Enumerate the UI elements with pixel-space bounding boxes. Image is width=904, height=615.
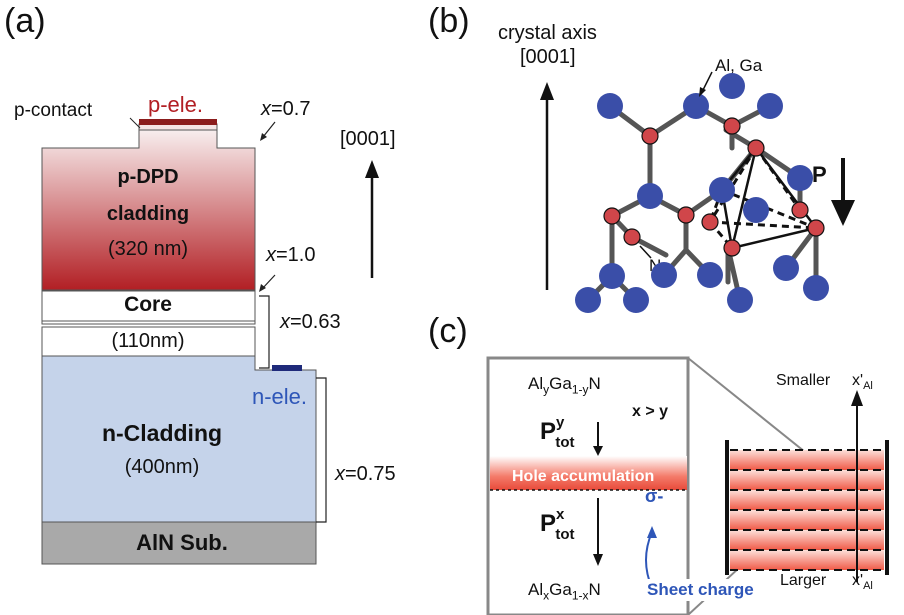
top-alloy-formula: AlyGa1-yN: [528, 374, 601, 397]
ptot-bottom: Pxtot: [540, 506, 575, 543]
sheet-charge-label: Sheet charge: [643, 579, 758, 601]
pdpd-title-line2: cladding: [106, 203, 190, 225]
p-ele-label: p-ele.: [148, 92, 204, 117]
aln-substrate: [41, 521, 317, 565]
substrate-label: AlN Sub.: [136, 530, 228, 555]
smaller-label: Smaller: [776, 372, 831, 389]
panel-a-label: (a): [4, 2, 46, 40]
panel-a-diagram: [41, 117, 379, 565]
al-ga-atoms: [575, 73, 829, 313]
core-label: Core: [124, 293, 172, 316]
x10-label: x=1.0: [266, 244, 316, 266]
n-cladding-title: n-Cladding: [101, 420, 223, 446]
n-cladding-thickness: (400nm): [124, 456, 200, 478]
n-ele-label: n-ele.: [252, 384, 308, 409]
core-thickness: (110nm): [111, 330, 185, 352]
core-bracket: [259, 295, 270, 369]
crystal-structure: [540, 71, 855, 313]
sigma-label: σ-: [645, 486, 664, 506]
axis-label-a: [0001]: [340, 128, 396, 150]
bottom-alloy-formula: AlxGa1-xN: [528, 580, 601, 603]
x07-label: x=0.7: [261, 98, 311, 120]
superlattice: [730, 450, 884, 570]
xal-top-label: x'Al: [852, 372, 873, 393]
pdpd-cladding-layer: [41, 129, 256, 291]
larger-label: Larger: [780, 572, 827, 589]
p-contact-label: p-contact: [14, 100, 93, 121]
x-gt-y-condition: x > y: [632, 403, 669, 420]
panel-c-diagram: [486, 356, 889, 615]
crystal-axis-label: crystal axis: [498, 22, 597, 44]
panel-c-label: (c): [428, 312, 468, 350]
panel-b-label: (b): [428, 2, 470, 40]
n-atoms: [603, 117, 825, 257]
pdpd-title-line1: p-DPD: [117, 166, 179, 188]
hole-accumulation-label: Hole accumulation: [512, 468, 655, 485]
polarization-label: P: [812, 162, 827, 187]
x063-label: x=0.63: [280, 311, 341, 333]
hole-band: [490, 456, 687, 490]
crystal-axis-direction: [0001]: [520, 46, 576, 68]
ptot-top: Pytot: [540, 414, 575, 451]
core-layer: [41, 290, 256, 325]
x075-label: x=0.75: [335, 463, 396, 485]
core-lower-layer: [41, 326, 256, 357]
al-ga-label: Al, Ga: [715, 56, 763, 75]
pdpd-thickness: (320 nm): [107, 238, 189, 260]
n-cladding-bracket: [316, 377, 327, 523]
n-electrode: [272, 365, 302, 371]
p-electrode: [139, 119, 217, 125]
xal-bottom-label: x'Al: [852, 572, 873, 593]
